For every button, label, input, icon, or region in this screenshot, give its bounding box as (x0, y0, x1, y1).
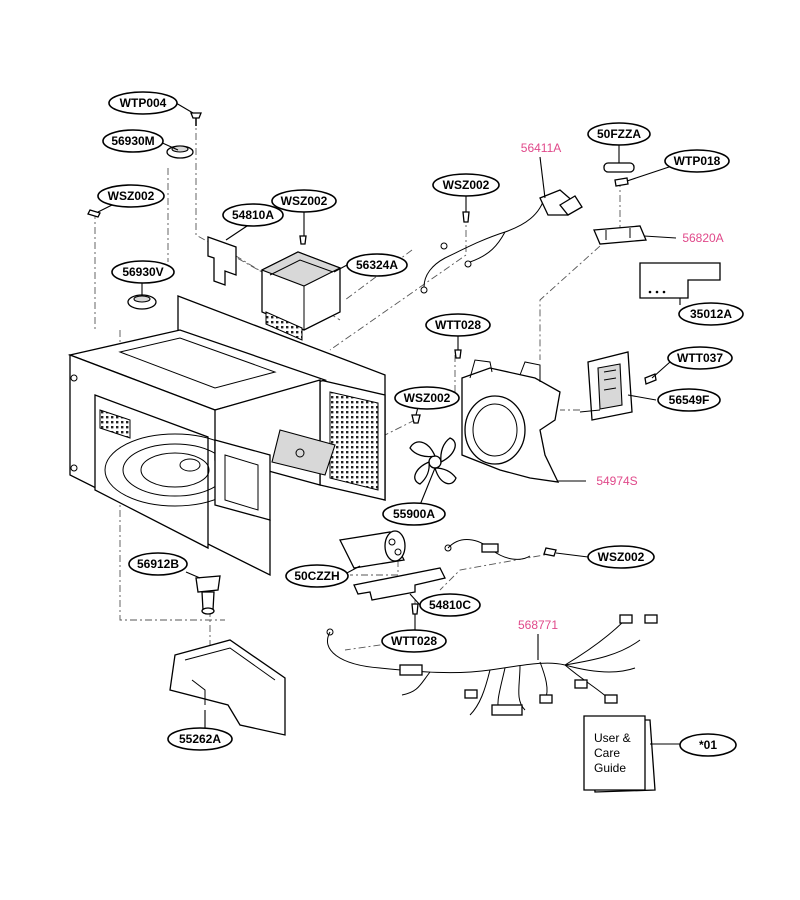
svg-text:55262A: 55262A (179, 732, 221, 746)
callout-WSZ002-a: WSZ002 (97, 184, 165, 208)
callout-50CZZH: 50CZZH (285, 564, 349, 588)
svg-text:56930M: 56930M (111, 134, 154, 148)
callout-56912B: 56912B (128, 552, 188, 576)
svg-text:54810A: 54810A (232, 208, 274, 222)
callout-54810A: 54810A (222, 203, 284, 227)
bracket-54810C (353, 567, 446, 601)
callout-WSZ002-b: WSZ002 (271, 189, 337, 213)
svg-text:WTP004: WTP004 (120, 96, 167, 110)
fan-motor-56549F (579, 351, 633, 421)
callout-WTP004: WTP004 (108, 91, 178, 115)
callout-55262A: 55262A (167, 727, 233, 751)
oven-cavity (67, 295, 386, 577)
fuse-50FZZA (603, 162, 635, 173)
svg-text:WTT028: WTT028 (435, 318, 481, 332)
svg-text:56912B: 56912B (137, 557, 179, 571)
guide-line-2: Care (594, 746, 620, 760)
wire-harness-568771 (326, 614, 658, 716)
callout-56549F: 56549F (657, 388, 721, 412)
callout-WSZ002-c: WSZ002 (432, 173, 500, 197)
svg-text:WSZ002: WSZ002 (598, 550, 645, 564)
power-cord-56411A (420, 189, 583, 294)
callout-WSZ002-d: WSZ002 (394, 386, 460, 410)
svg-text:50CZZH: 50CZZH (294, 569, 339, 583)
callout-WTT028-b: WTT028 (381, 629, 447, 653)
svg-text:55900A: 55900A (393, 507, 435, 521)
callout-35012A: 35012A (678, 302, 744, 326)
callout-55900A: 55900A (382, 502, 446, 526)
callout-56820A: 56820A (682, 231, 723, 245)
svg-text:WTT028: WTT028 (391, 634, 437, 648)
fan-blade-55900A (409, 437, 457, 485)
svg-text:WSZ002: WSZ002 (443, 178, 490, 192)
bracket-54810A (207, 236, 237, 286)
user-care-guide-booklet: User & Care Guide (583, 715, 656, 793)
thermostat-56930V (127, 294, 157, 310)
svg-text:WSZ002: WSZ002 (108, 189, 155, 203)
svg-text:50FZZA: 50FZZA (597, 127, 641, 141)
magnetron-56324A (260, 251, 342, 341)
lamp-socket-56912B (195, 575, 221, 615)
duct-55262A (169, 639, 286, 736)
cover-35012A (639, 262, 721, 299)
svg-text:WTT037: WTT037 (677, 351, 723, 365)
svg-text:54810C: 54810C (429, 598, 471, 612)
screws (87, 112, 657, 615)
svg-text:WSZ002: WSZ002 (404, 391, 451, 405)
hv-diode (444, 539, 531, 560)
callout-labels: WTP004 56930M WSZ002 54810A WSZ002 56324… (97, 91, 744, 757)
callout-56930M: 56930M (102, 129, 164, 153)
callout-54974S: 54974S (596, 474, 637, 488)
svg-text:56820A: 56820A (682, 231, 723, 245)
svg-text:WSZ002: WSZ002 (281, 194, 328, 208)
svg-text:35012A: 35012A (690, 307, 732, 321)
fuse-holder-56820A (593, 225, 647, 245)
svg-text:WTP018: WTP018 (674, 154, 721, 168)
callout-WSZ002-e: WSZ002 (587, 545, 655, 569)
svg-text:56930V: 56930V (122, 265, 163, 279)
svg-text:56549F: 56549F (669, 393, 710, 407)
callout-WTT028-a: WTT028 (425, 313, 491, 337)
callout-56324A: 56324A (346, 253, 408, 277)
svg-text:*01: *01 (699, 738, 717, 752)
svg-text:56411A: 56411A (521, 141, 561, 155)
callout-54810C: 54810C (419, 593, 481, 617)
air-guide-54974S (461, 359, 561, 483)
callout-50FZZA: 50FZZA (587, 122, 651, 146)
callout-WTP018: WTP018 (664, 149, 730, 173)
callout-WTT037: WTT037 (667, 346, 733, 370)
guide-line-1: User & (594, 731, 631, 745)
callout-56930V: 56930V (111, 260, 175, 284)
svg-text:568771: 568771 (518, 618, 558, 632)
callout-568771: 568771 (518, 618, 558, 632)
callout-56411A: 56411A (521, 141, 561, 155)
svg-text:56324A: 56324A (356, 258, 398, 272)
capacitor-50CZZH (339, 530, 406, 569)
callout-01: *01 (679, 733, 737, 757)
guide-line-3: Guide (594, 761, 626, 775)
thermostat-56930M (166, 145, 194, 159)
svg-text:54974S: 54974S (596, 474, 637, 488)
